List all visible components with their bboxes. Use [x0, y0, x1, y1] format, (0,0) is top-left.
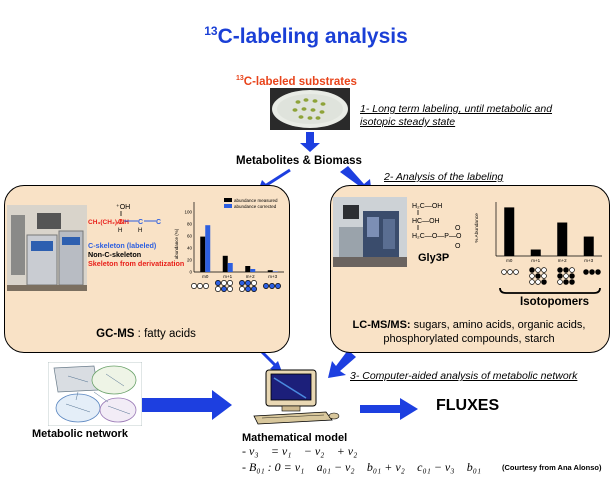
gcms-isotopomer-icons [191, 280, 281, 292]
lcms-x-tick-label: m+1 [531, 258, 540, 263]
gcms-bar [245, 266, 251, 272]
gly3p-label: Gly3P [418, 252, 450, 264]
gcms-caption: GC-MS : fatty acids [96, 328, 196, 340]
svg-text:C: C [138, 219, 143, 226]
gcms-ylabel: abundance (%) [174, 228, 179, 259]
gcms-bar [200, 236, 206, 272]
gcms-y-tick-label: 80 [187, 222, 193, 227]
gcms-molecule-icon: ⁺OH CH₃(CH₂)ₙNH C C C H H [88, 204, 161, 234]
gcms-y-tick-label: 0 [189, 270, 192, 275]
gcms-x-tick-label: m+2 [246, 274, 255, 279]
svg-text:C: C [156, 219, 161, 226]
page-title: 13C-labeling analysis [204, 24, 408, 48]
isotopomers-label: Isotopomers [520, 296, 590, 308]
svg-text:H: H [138, 228, 142, 234]
lcms-x-ticks: m0 m+1 m+2 m+3 [506, 258, 594, 263]
lcms-isotopomer-icons [499, 267, 601, 294]
metabolic-network-label: Metabolic network [32, 428, 128, 440]
svg-text:O: O [455, 225, 461, 232]
lcms-bar-chart: % Abundance m0 m+1 m+2 m+3 [474, 202, 602, 263]
lcms-ylabel: % Abundance [474, 213, 480, 243]
arrow-network-to-computer-icon [142, 390, 232, 420]
metabolic-network-image [48, 362, 142, 426]
gcms-bar [227, 263, 233, 272]
svg-text:H: H [118, 228, 122, 234]
metabolites-label: Metabolites & Biomass [236, 155, 362, 167]
svg-text:⁺OH: ⁺OH [116, 204, 130, 211]
model-title: Mathematical model [242, 432, 348, 444]
gcms-bars [200, 225, 278, 272]
lcms-bars [504, 207, 594, 256]
gcms-bar [272, 271, 278, 272]
gcms-x-tick-label: m0 [202, 274, 209, 279]
svg-text:H₂C—O—P—O: H₂C—O—P—O [412, 233, 462, 240]
gcms-bar [205, 225, 211, 272]
step1-label: 1- Long term labeling, until metabolic a… [360, 103, 553, 128]
svg-text:CH₃(CH₂)ₙNH: CH₃(CH₂)ₙNH [88, 219, 129, 226]
gcms-skeleton-legend: C-skeleton (labeled) Non-C-skeleton Skel… [88, 241, 185, 268]
step2-label: 2- Analysis of the labeling [384, 171, 504, 183]
substrates-label: 13C-labeled substrates [236, 75, 357, 88]
model-equation-2: - B₀₁ : 0 = v₁⃗ a₀₁ − v₂⃗ b₀₁ + v₂⃖ c₀₁ … [242, 460, 482, 474]
gcms-x-ticks: m0 m+1 m+2 m+3 [202, 274, 278, 279]
gcms-bar [250, 269, 256, 272]
petri-dish-photo [270, 88, 350, 130]
gcms-y-tick-label: 60 [187, 234, 193, 239]
svg-text:abundance measured: abundance measured [234, 198, 278, 203]
step3-label: 3- Computer-aided analysis of metabolic … [350, 370, 578, 382]
arrow-gcms-to-computer-icon [260, 350, 278, 368]
lcms-bar [557, 222, 568, 256]
gcms-x-tick-label: m+3 [268, 274, 277, 279]
fluxes-label: FLUXES [436, 397, 500, 414]
gcms-y-tick-label: 40 [187, 246, 193, 251]
lcms-bar [583, 236, 594, 256]
lcms-bar [504, 207, 515, 256]
gcms-x-tick-label: m+1 [223, 274, 232, 279]
svg-text:C: C [118, 219, 123, 226]
lcms-caption: LC-MS/MS: sugars, amino acids, organic a… [352, 319, 586, 345]
lcms-bar [530, 249, 541, 256]
arrow-to-fluxes-icon [360, 398, 418, 420]
model-equation-1: - v₃⃗ = v₁⃗ − v₂⃗ + v₂⃖ [242, 444, 367, 458]
gcms-y-ticks: 100 80 60 40 20 0 [184, 210, 192, 275]
lcms-x-tick-label: m+3 [584, 258, 593, 263]
svg-text:abundance corrected: abundance corrected [234, 204, 277, 209]
lcms-instrument-photo [333, 197, 407, 267]
gcms-bar [267, 270, 273, 272]
gcms-bar-chart: abundance measured abundance corrected a… [174, 198, 284, 279]
arrow-down-icon [300, 132, 320, 152]
svg-text:HC—OH: HC—OH [412, 218, 440, 225]
arrow-to-gcms-icon [264, 168, 291, 188]
arrow-lcms-to-computer-icon [328, 350, 356, 378]
gly3p-molecule-icon: H₂C—OH HC—OH H₂C—O—P—O O O [412, 203, 462, 250]
computer-icon [253, 369, 340, 425]
courtesy-text: (Courtesy from Ana Alonso) [502, 463, 602, 472]
gcms-instrument-photo [7, 205, 87, 291]
lcms-x-tick-label: m+2 [558, 258, 567, 263]
gcms-y-tick-label: 20 [187, 258, 193, 263]
svg-text:H₂C—OH: H₂C—OH [412, 203, 442, 210]
svg-text:O: O [455, 243, 461, 250]
gcms-bar [222, 255, 228, 272]
gcms-y-tick-label: 100 [184, 210, 192, 215]
lcms-x-tick-label: m0 [506, 258, 513, 263]
